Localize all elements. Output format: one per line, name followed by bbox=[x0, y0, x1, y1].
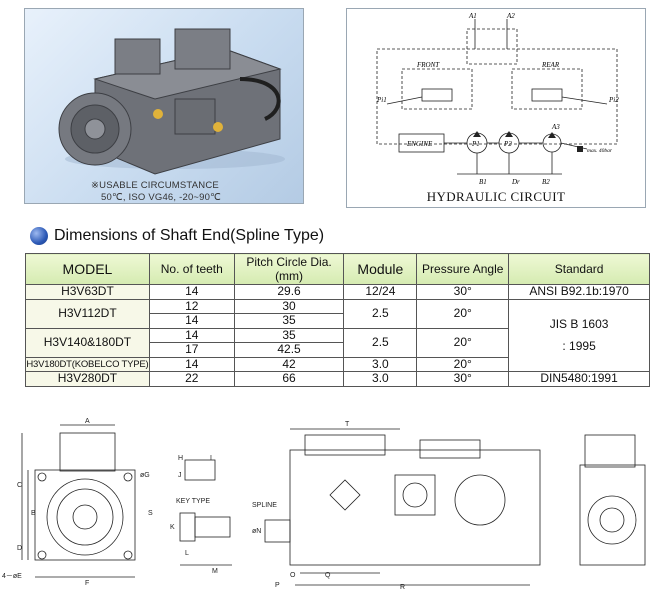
dim-label-d: D bbox=[17, 545, 22, 552]
header-model: MODEL bbox=[25, 253, 150, 285]
teeth-cell: 14 bbox=[148, 356, 235, 372]
pcd-cell: 42 bbox=[233, 356, 345, 372]
pcd-cell: 29.6 bbox=[233, 284, 345, 300]
label-dr: Dr bbox=[511, 178, 520, 186]
hydraulic-circuit-panel: A1 A2 FRONT REAR Pi1 Pi2 ENGINE P1 P2 A3… bbox=[346, 8, 646, 208]
header-pressure-angle: Pressure Angle bbox=[416, 253, 510, 285]
module-cell: 2.5 bbox=[343, 298, 418, 329]
dim-label-a: A bbox=[85, 418, 90, 425]
dim-label-t: T bbox=[345, 421, 350, 428]
dim-label-g: øG bbox=[140, 472, 150, 479]
label-b2: B2 bbox=[542, 178, 550, 186]
bullet-circle-icon bbox=[30, 227, 48, 245]
label-front: FRONT bbox=[416, 61, 440, 69]
teeth-cell: 14 bbox=[148, 313, 235, 329]
dim-label-spline: SPLINE bbox=[252, 502, 277, 509]
table-row: 14 35 bbox=[26, 313, 650, 329]
dim-label-f: F bbox=[85, 580, 89, 587]
table-header-row: MODEL No. of teeth Pitch Circle Dia.(mm)… bbox=[25, 253, 650, 285]
module-cell: 3.0 bbox=[343, 356, 418, 372]
dim-label-o: O bbox=[290, 572, 296, 579]
module-cell: 12/24 bbox=[343, 284, 418, 300]
pcd-cell: 66 bbox=[233, 371, 345, 387]
standard-jis-line2: : 1995 bbox=[562, 339, 596, 354]
teeth-cell: 17 bbox=[148, 342, 235, 358]
angle-cell: 20° bbox=[416, 356, 510, 372]
label-a1: A1 bbox=[468, 12, 477, 20]
standard-cell-jis: JIS B 1603 : 1995 bbox=[508, 298, 650, 372]
model-cell: H3V112DT bbox=[25, 298, 150, 329]
dim-label-n: øN bbox=[252, 528, 261, 535]
dim-label-h: H bbox=[178, 455, 183, 462]
label-p2: P2 bbox=[503, 140, 512, 148]
dim-label-i: I bbox=[210, 455, 212, 462]
usable-circumstance-caption: ※USABLE CIRCUMSTANCE 50℃, ISO VG46, -20~… bbox=[91, 180, 221, 204]
label-p1: P1 bbox=[471, 140, 480, 148]
dim-label-b: B bbox=[31, 510, 36, 517]
teeth-cell: 22 bbox=[148, 371, 235, 387]
label-pi2: Pi2 bbox=[608, 96, 619, 104]
dim-label-l: L bbox=[185, 550, 189, 557]
label-pi1: Pi1 bbox=[376, 96, 387, 104]
angle-cell: 30° bbox=[416, 371, 510, 387]
header-standard: Standard bbox=[508, 253, 650, 285]
label-a2: A2 bbox=[506, 12, 515, 20]
dim-label-k: K bbox=[170, 524, 175, 531]
dim-label-e: 4－øE bbox=[2, 573, 22, 580]
standard-jis-line1: JIS B 1603 bbox=[549, 317, 609, 332]
header-pcd: Pitch Circle Dia.(mm) bbox=[233, 253, 345, 285]
dim-label-r: R bbox=[400, 584, 405, 591]
hydraulic-circuit-diagram: A1 A2 FRONT REAR Pi1 Pi2 ENGINE P1 P2 A3… bbox=[376, 12, 619, 186]
dimension-drawings-svg: A B C D 4－øE F øG S H I J K L M KEY TYPE… bbox=[2, 418, 646, 591]
dim-label-c: C bbox=[17, 482, 22, 489]
pump-photo-panel: ※USABLE CIRCUMSTANCE 50℃, ISO VG46, -20~… bbox=[24, 8, 304, 204]
table-row: 17 42.5 bbox=[26, 342, 650, 358]
label-rear: REAR bbox=[541, 61, 560, 69]
label-engine: ENGINE bbox=[406, 140, 433, 148]
section-heading-text: Dimensions of Shaft End(Spline Type) bbox=[54, 227, 325, 244]
angle-cell: 20° bbox=[416, 298, 510, 329]
label-a3: A3 bbox=[551, 123, 560, 131]
label-max-pressure: max. 40bar bbox=[587, 147, 613, 154]
caption-line-2: 50℃, ISO VG46, -20~90℃ bbox=[101, 192, 222, 203]
dim-label-q: Q bbox=[325, 572, 331, 579]
table-row: H3V280DT 22 66 3.0 30° DIN5480:1991 bbox=[25, 371, 650, 387]
pcd-cell: 30 bbox=[233, 298, 345, 314]
model-cell: H3V180DT(KOBELCO TYPE) bbox=[25, 356, 150, 372]
angle-cell: 30° bbox=[416, 284, 510, 300]
pcd-cell: 42.5 bbox=[233, 342, 345, 358]
module-cell: 3.0 bbox=[343, 371, 418, 387]
dim-label-j: J bbox=[178, 472, 182, 479]
pump-photo-illustration bbox=[58, 28, 285, 175]
table-row: H3V63DT 14 29.6 12/24 30° ANSI B92.1b:19… bbox=[25, 284, 650, 300]
teeth-cell: 14 bbox=[148, 327, 235, 343]
standard-cell: ANSI B92.1b:1970 bbox=[508, 284, 650, 300]
dim-label-p: P bbox=[275, 582, 280, 589]
header-teeth: No. of teeth bbox=[148, 253, 235, 285]
model-cell: H3V63DT bbox=[25, 284, 150, 300]
dimension-drawings: A B C D 4－øE F øG S H I J K L M KEY TYPE… bbox=[0, 415, 666, 591]
table-row: H3V140&180DT 14 35 2.5 20° bbox=[25, 327, 650, 358]
dim-label-key-type: KEY TYPE bbox=[176, 498, 210, 505]
model-cell: H3V140&180DT bbox=[25, 327, 150, 358]
table-row: H3V180DT(KOBELCO TYPE) 14 42 3.0 20° bbox=[25, 356, 650, 372]
shaft-dimensions-table: MODEL No. of teeth Pitch Circle Dia.(mm)… bbox=[25, 253, 650, 387]
pcd-cell: 35 bbox=[233, 327, 345, 343]
angle-cell: 20° bbox=[416, 327, 510, 358]
model-cell: H3V280DT bbox=[25, 371, 150, 387]
pcd-cell: 35 bbox=[233, 313, 345, 329]
table-row: H3V112DT 12 30 2.5 20° JIS B 1603 : 1995 bbox=[25, 298, 650, 372]
label-b1: B1 bbox=[479, 178, 487, 186]
teeth-cell: 14 bbox=[148, 284, 235, 300]
circuit-title: HYDRAULIC CIRCUIT bbox=[426, 189, 566, 204]
standard-cell: DIN5480:1991 bbox=[508, 371, 650, 387]
module-cell: 2.5 bbox=[343, 327, 418, 358]
dim-label-m: M bbox=[212, 568, 218, 575]
section-heading: Dimensions of Shaft End(Spline Type) bbox=[30, 227, 324, 245]
header-module: Module bbox=[343, 253, 418, 285]
dim-label-s: S bbox=[148, 510, 153, 517]
teeth-cell: 12 bbox=[148, 298, 235, 314]
caption-line-1: ※USABLE CIRCUMSTANCE bbox=[91, 180, 219, 191]
